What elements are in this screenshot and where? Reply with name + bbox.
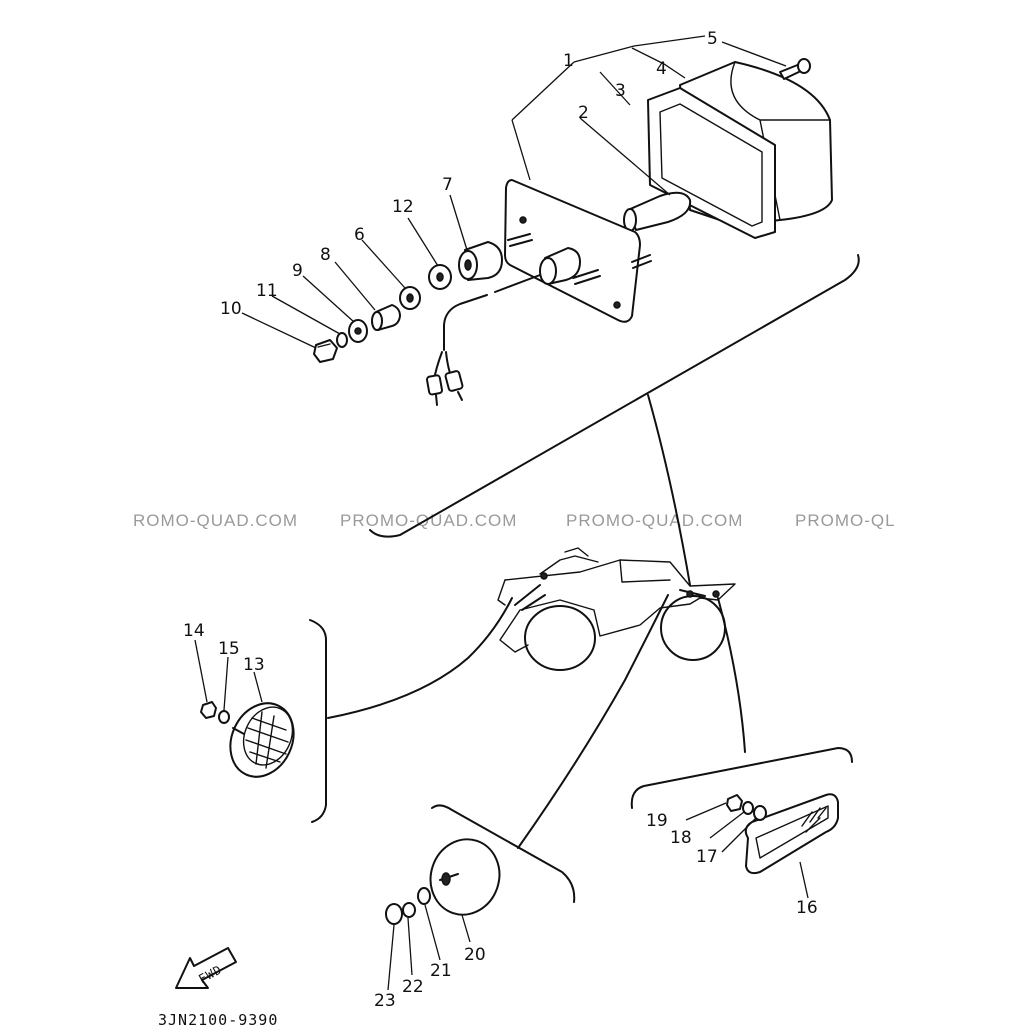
- diagram-code: 3JN2100-9390: [158, 1011, 278, 1029]
- callout-20: 20: [464, 945, 486, 965]
- tail-light-assembly: [426, 61, 833, 406]
- nut-19: [726, 794, 743, 812]
- screw-5: [779, 58, 811, 80]
- callout-23: 23: [374, 991, 396, 1011]
- callout-9: 9: [292, 261, 303, 281]
- washer-15: [218, 710, 230, 724]
- washer-9: [348, 319, 368, 343]
- callout-13: 13: [243, 655, 265, 675]
- callout-17: 17: [696, 847, 718, 867]
- callout-6: 6: [354, 225, 365, 245]
- right-reflector-leader: [717, 597, 746, 753]
- callout-19: 19: [646, 811, 668, 831]
- atv-silhouette: [497, 547, 736, 671]
- nut-14: [200, 701, 217, 719]
- watermark-3: PROMO-QUAD.COM: [566, 511, 743, 530]
- watermark-2: PROMO-QUAD.COM: [340, 511, 517, 530]
- callout-8: 8: [320, 245, 331, 265]
- washer-18: [742, 801, 754, 815]
- leaders-top: [241, 35, 787, 349]
- callouts: 1 2 3 4 5 6 7 8 9 10 11 12 13 14 15 16 1…: [183, 29, 818, 1011]
- left-reflector-leader: [327, 597, 513, 719]
- bulb: [623, 191, 692, 232]
- callout-18: 18: [670, 828, 692, 848]
- fwd-arrow-icon: FWD: [175, 947, 237, 989]
- washer-12: [428, 264, 452, 290]
- callout-12: 12: [392, 197, 414, 217]
- watermark-1: ROMO-QUAD.COM: [133, 511, 298, 530]
- nut-23: [385, 903, 403, 925]
- tail-light-leader: [647, 394, 691, 586]
- tail-light-gasket: [647, 87, 776, 239]
- collar-8: [371, 304, 401, 331]
- rear-reflector-20: [429, 838, 501, 916]
- callout-4: 4: [656, 59, 667, 79]
- callout-11: 11: [256, 281, 278, 301]
- callout-21: 21: [430, 961, 452, 981]
- callout-16: 16: [796, 898, 818, 918]
- bottom-reflector-bracket: [431, 804, 576, 903]
- callout-5: 5: [707, 29, 718, 49]
- callout-3: 3: [615, 81, 626, 101]
- watermark: ROMO-QUAD.COM PROMO-QUAD.COM PROMO-QUAD.…: [133, 511, 896, 530]
- callout-22: 22: [402, 977, 424, 997]
- washer-22: [402, 902, 416, 918]
- grommet-7: [458, 241, 503, 281]
- callout-7: 7: [442, 175, 453, 195]
- washer-6: [399, 286, 421, 310]
- callout-1: 1: [563, 51, 574, 71]
- tail-light-group-bracket: [369, 254, 860, 538]
- callout-15: 15: [218, 639, 240, 659]
- nut-10: [313, 339, 338, 363]
- right-reflector-bracket: [630, 747, 853, 809]
- washer-21: [417, 887, 431, 905]
- spring-washer-11: [336, 332, 348, 348]
- watermark-4: PROMO-QL: [795, 511, 896, 530]
- callout-10: 10: [220, 299, 242, 319]
- bottom-reflector-leader: [517, 594, 669, 849]
- side-reflector-13: [229, 702, 295, 778]
- callout-14: 14: [183, 621, 205, 641]
- washer-17: [753, 805, 767, 821]
- callout-2: 2: [578, 103, 589, 123]
- left-reflector-bracket: [309, 619, 327, 823]
